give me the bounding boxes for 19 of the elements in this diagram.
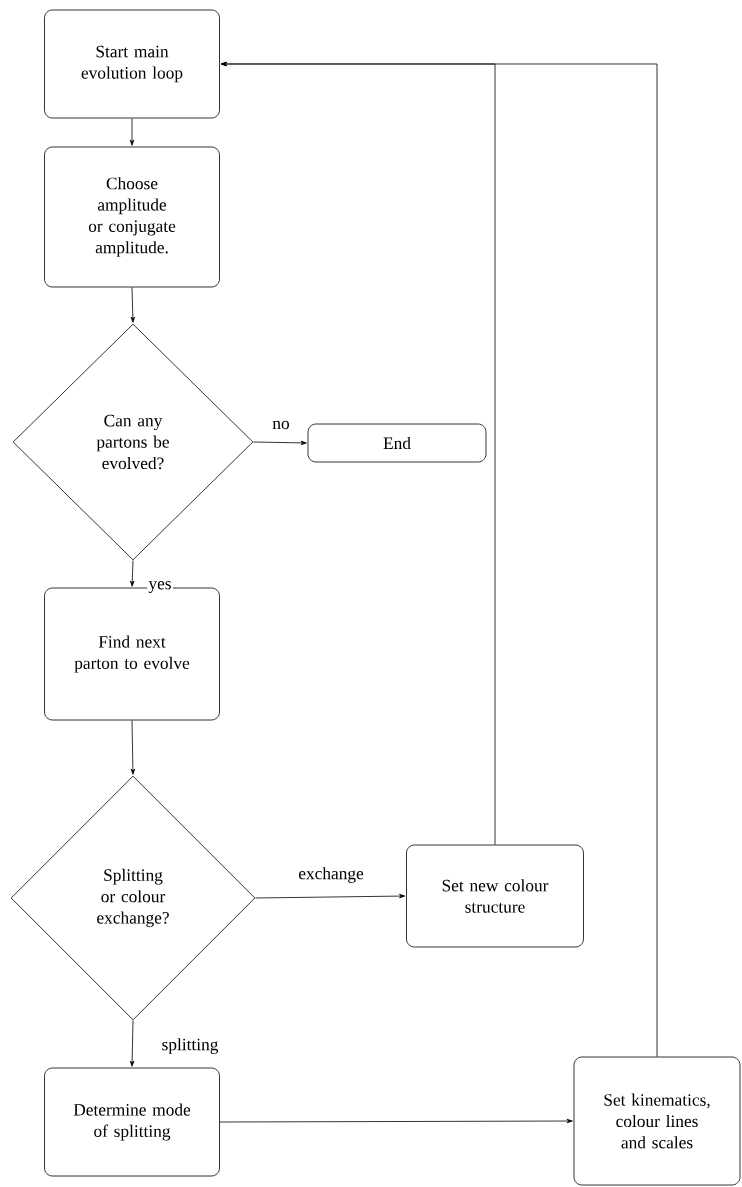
edge-label: no — [271, 419, 291, 431]
process-box: Determine mode of splitting — [44, 1067, 220, 1177]
process-box: Set new colour structure — [406, 844, 584, 948]
edge-label: splitting — [160, 1036, 220, 1056]
arrow — [253, 440, 307, 446]
process-box: Set kinematics, colour lines and scales — [573, 1056, 741, 1186]
arrow — [130, 560, 135, 587]
arrow — [130, 720, 136, 775]
arrow — [219, 1118, 573, 1124]
arrow — [130, 287, 135, 323]
process-box: Start main evolution loop — [44, 9, 220, 119]
arrow — [129, 1020, 135, 1067]
edge-label: exchange — [296, 865, 366, 885]
arrow — [129, 118, 135, 146]
arrow — [255, 893, 406, 899]
edge-label: yes — [147, 579, 173, 595]
arrow — [220, 61, 658, 1057]
process-box: Choose amplitude or conjugate amplitude. — [44, 146, 220, 288]
process-box: End — [307, 423, 487, 463]
